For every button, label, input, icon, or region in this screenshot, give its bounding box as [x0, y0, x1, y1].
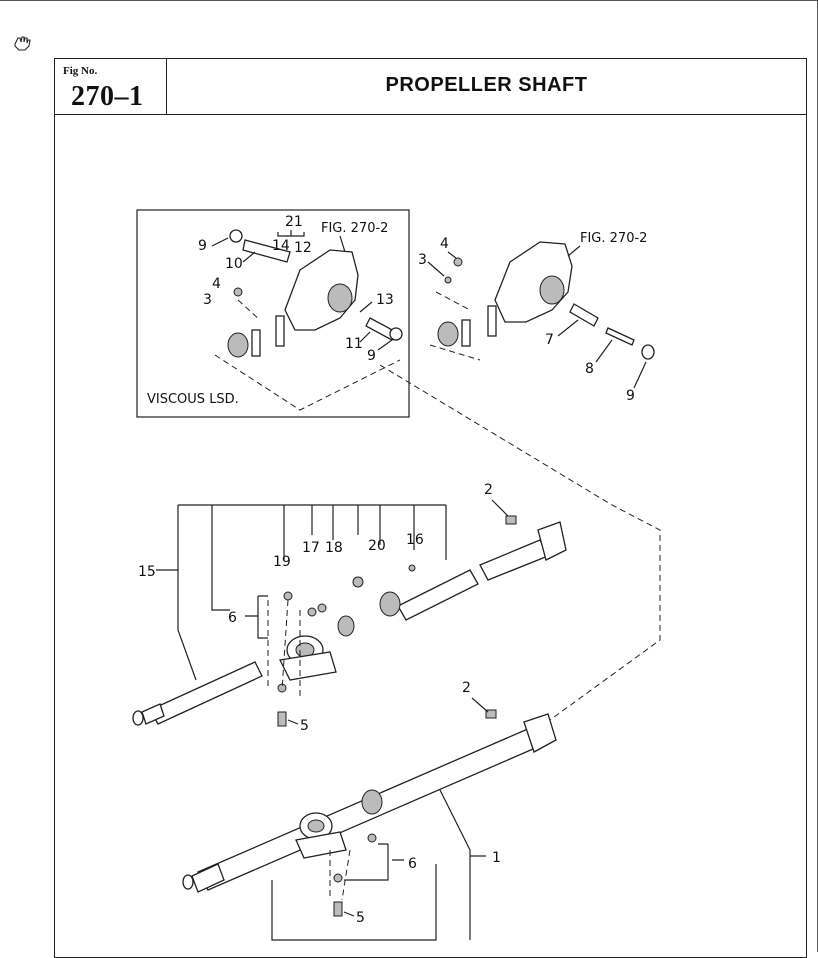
front-shaft-tube: [149, 661, 263, 725]
callout-20: 20: [368, 538, 386, 554]
callout-12: 12: [294, 240, 312, 256]
callout-21: 21: [285, 214, 303, 230]
callout-2-lower: 2: [462, 680, 471, 696]
callout-3-inset: 3: [203, 292, 212, 308]
callout-5-lower: 5: [356, 910, 365, 926]
right-differential: 4 3 FIG. 270-2 7 8 9: [418, 231, 655, 404]
centerline-dashed: [379, 364, 661, 721]
callout-7: 7: [545, 332, 554, 348]
page-title: PROPELLER SHAFT: [385, 74, 588, 96]
callout-18: 18: [325, 540, 343, 556]
callout-9-b: 9: [367, 348, 376, 364]
callout-5-upper: 5: [300, 718, 309, 734]
inset-viscous-lsd: 21 14 12 FIG. 270-2 9 10 4 3 13 11 9 VIS…: [136, 209, 410, 418]
right-fig-ref: FIG. 270-2: [580, 231, 647, 246]
callout-2-upper: 2: [484, 482, 493, 498]
inset-diff-flange: [327, 283, 353, 313]
callout-4-inset: 4: [212, 276, 221, 292]
nut-4: [453, 257, 463, 267]
inset-front-flange: [227, 332, 249, 358]
sheet-header: Fig No. 270–1 PROPELLER SHAFT: [55, 59, 806, 115]
two-piece-shaft-assy: 15 2 17 18 20 16 19 6 5: [132, 482, 567, 734]
inset-fig-ref: FIG. 270-2: [321, 221, 388, 236]
callout-3: 3: [418, 252, 427, 268]
callout-15: 15: [138, 564, 156, 580]
callout-4: 4: [440, 236, 449, 252]
rear-shaft-tube-b: [479, 539, 549, 581]
rear-shaft-tube-a: [397, 569, 479, 621]
callout-10: 10: [225, 256, 243, 272]
right-front-flange: [437, 321, 459, 347]
callout-8: 8: [585, 361, 594, 377]
callout-17: 17: [302, 540, 320, 556]
callout-14: 14: [272, 238, 290, 254]
callout-16: 16: [406, 532, 424, 548]
inset-caption: VISCOUS LSD.: [147, 392, 239, 407]
fig-label: Fig No.: [63, 65, 98, 77]
callout-19: 19: [273, 554, 291, 570]
fig-number-cell: Fig No. 270–1: [55, 59, 167, 115]
callout-6-upper: 6: [228, 610, 237, 626]
hand-cursor-icon: [14, 36, 31, 51]
callout-1: 1: [492, 850, 501, 866]
callout-11: 11: [345, 336, 363, 352]
inset-seal-9: [229, 229, 243, 243]
one-piece-shaft: 2 1 6 5: [182, 680, 557, 941]
callout-6-lower: 6: [408, 856, 417, 872]
callout-9-a: 9: [198, 238, 207, 254]
callout-9-right: 9: [626, 388, 635, 404]
callout-13: 13: [376, 292, 394, 308]
fig-number: 270–1: [71, 81, 144, 112]
inset-border: [136, 209, 410, 418]
